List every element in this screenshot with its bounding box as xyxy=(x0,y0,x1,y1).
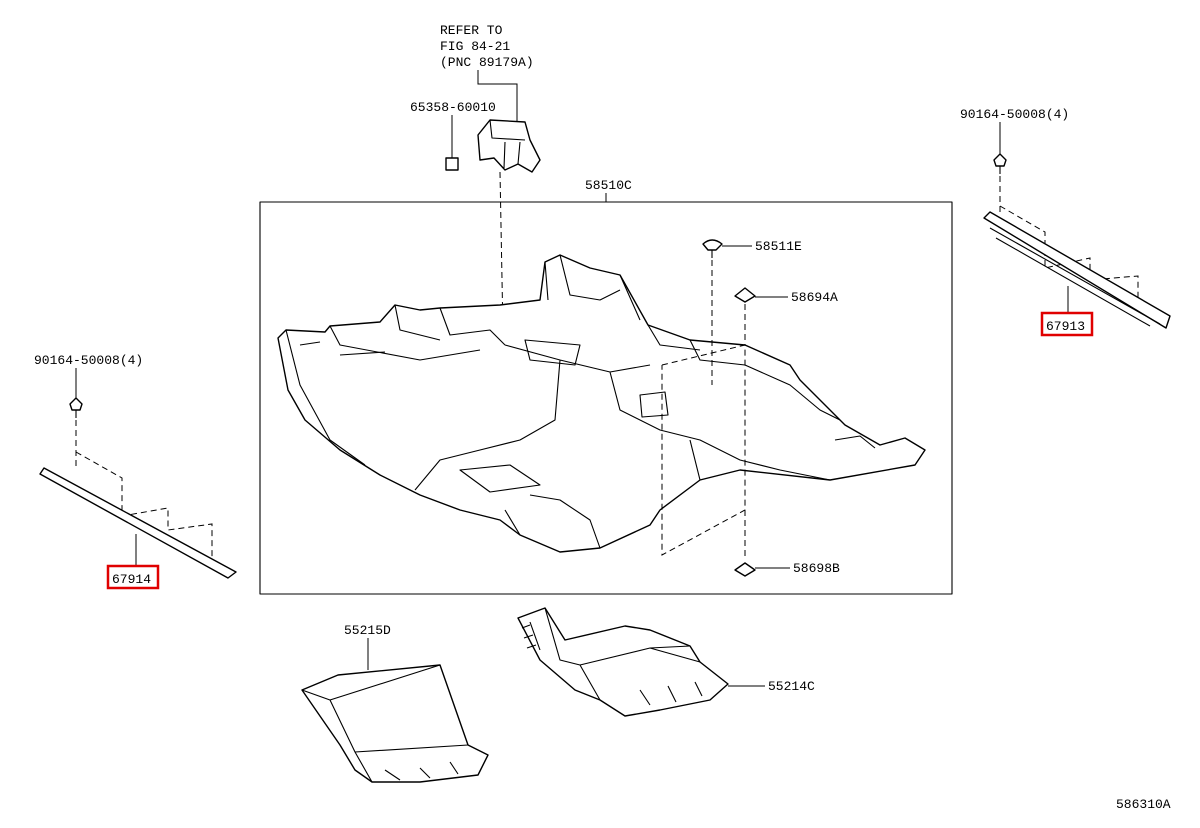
bracket-tab-icon xyxy=(445,157,459,171)
reference-leader xyxy=(477,70,518,124)
clip-58698b[interactable]: 58698B xyxy=(734,510,840,577)
scuff-plate-right[interactable]: 90164-50008(4) 67913 xyxy=(960,107,1171,337)
reference-line-1: REFER TO xyxy=(440,23,503,38)
clip-58694a-icon xyxy=(734,287,756,303)
screw-right-icon xyxy=(993,153,1007,174)
screw-left-label[interactable]: 90164-50008(4) xyxy=(34,353,143,368)
reference-note: REFER TO FIG 84-21 (PNC 89179A) xyxy=(440,23,534,124)
scuff-plate-left-highlight xyxy=(106,564,160,590)
floor-mat-left-label[interactable]: 55215D xyxy=(344,623,391,638)
clip-58511e-label[interactable]: 58511E xyxy=(755,239,802,254)
clip-58511e-icon xyxy=(702,239,723,251)
scuff-plate-left-icon xyxy=(39,467,237,579)
carpet-assembly-label[interactable]: 58510C xyxy=(585,178,632,193)
reference-line-2: FIG 84-21 xyxy=(440,39,510,54)
clip-58694a[interactable]: 58694A xyxy=(734,287,838,345)
scuff-plate-left-label[interactable]: 67914 xyxy=(112,572,151,587)
scuff-plate-left[interactable]: 90164-50008(4) 67914 xyxy=(34,353,237,590)
screw-right-label[interactable]: 90164-50008(4) xyxy=(960,107,1069,122)
floor-mat-right[interactable]: 55214C xyxy=(517,607,815,717)
carpet-assembly-frame xyxy=(259,201,953,595)
bracket-icon xyxy=(477,119,541,173)
clip-58698b-icon xyxy=(734,562,756,577)
screw-left-icon xyxy=(69,397,83,418)
figure-number: 586310A xyxy=(1116,797,1171,812)
clip-58698b-label[interactable]: 58698B xyxy=(793,561,840,576)
floor-mat-left[interactable]: 55215D xyxy=(301,623,489,783)
floor-mat-right-label[interactable]: 55214C xyxy=(768,679,815,694)
scuff-plate-right-highlight xyxy=(1040,311,1094,337)
scuff-plate-right-label[interactable]: 67913 xyxy=(1046,319,1085,334)
bracket-part-label[interactable]: 65358-60010 xyxy=(410,100,496,115)
clip-58694a-label[interactable]: 58694A xyxy=(791,290,838,305)
floor-mat-right-icon xyxy=(517,607,729,717)
carpet-assembly[interactable]: 58510C 58511E 58694A 58698B xyxy=(259,178,953,595)
reference-line-3: (PNC 89179A) xyxy=(440,55,534,70)
floor-carpet-icon xyxy=(277,254,926,553)
scuff-plate-right-icon xyxy=(983,211,1171,329)
clip-58511e[interactable]: 58511E xyxy=(702,239,802,385)
floor-mat-left-icon xyxy=(301,664,489,783)
